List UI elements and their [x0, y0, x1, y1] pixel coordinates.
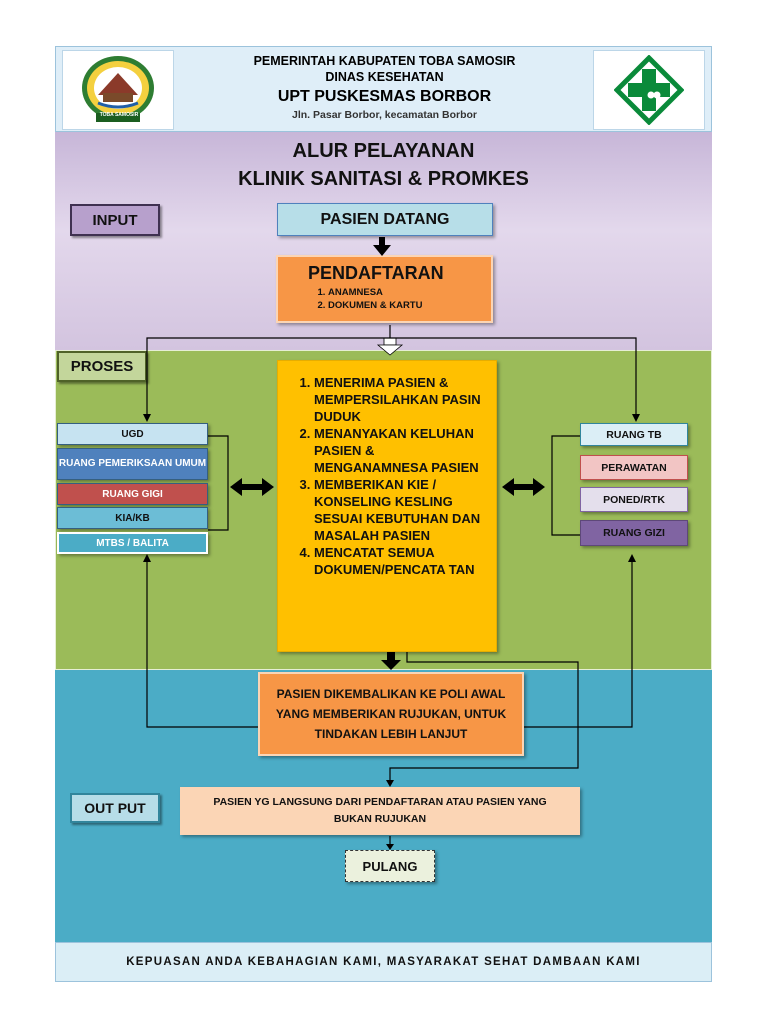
letterhead: TOBA SAMOSIR PEMERINTAH KABUPATEN TOBA S…: [55, 46, 712, 132]
room-perawatan: PERAWATAN: [580, 455, 688, 480]
pendaftaran-list: ANAMNESA DOKUMEN & KARTU: [278, 286, 491, 312]
title-line-2: KLINIK SANITASI & PROMKES: [238, 168, 529, 190]
output-label: OUT PUT: [70, 793, 160, 823]
input-label: INPUT: [70, 204, 160, 236]
arrow-up-left: [143, 554, 151, 562]
arrow-down-1: [373, 237, 391, 256]
title-line-1: ALUR PELAYANAN: [292, 140, 475, 162]
room-pemeriksaan-umum: RUANG PEMERIKSAAN UMUM: [57, 448, 208, 480]
puskesmas-cross-icon: [614, 55, 684, 125]
room-tb: RUANG TB: [580, 423, 688, 446]
room-gizi: RUANG GIZI: [580, 520, 688, 546]
room-kia-kb: KIA/KB: [57, 507, 208, 529]
address-line: Jln. Pasar Borbor, kecamatan Borbor: [292, 109, 477, 121]
pasien-datang-box: PASIEN DATANG: [277, 203, 493, 236]
gov-line: PEMERINTAH KABUPATEN TOBA SAMOSIR: [253, 54, 516, 68]
seal-text: TOBA SAMOSIR: [99, 112, 139, 118]
puskesmas-name: UPT PUSKESMAS BORBOR: [277, 88, 492, 105]
kembali-box: PASIEN DIKEMBALIKAN KE POLI AWAL YANG ME…: [258, 672, 524, 756]
regency-seal-icon: [82, 56, 154, 122]
room-ugd: UGD: [57, 423, 208, 445]
left-logo: TOBA SAMOSIR: [62, 50, 174, 130]
branch-left: [146, 325, 637, 420]
process-box: MENERIMA PASIEN & MEMPERSILAHKAN PASIN D…: [277, 360, 497, 652]
return-line-right: [524, 560, 633, 728]
arrow-down-hollow: [376, 337, 404, 356]
room-gigi: RUANG GIGI: [57, 483, 208, 505]
list-item: MENCATAT SEMUA DOKUMEN/PENCATA TAN: [314, 544, 488, 578]
pulang-box: PULANG: [345, 850, 435, 882]
return-line-left: [146, 560, 258, 728]
arrow-up-right: [628, 554, 636, 562]
right-logo: [593, 50, 705, 130]
list-item: ANAMNESA: [328, 286, 491, 299]
arrow-to-ruang-tb: [632, 414, 640, 422]
double-arrow-left: [230, 478, 274, 496]
arrow-to-pulang: [386, 844, 394, 850]
list-item: MENERIMA PASIEN & MEMPERSILAHKAN PASIN D…: [314, 374, 488, 425]
double-arrow-right: [502, 478, 545, 496]
pendaftaran-title: PENDAFTARAN: [308, 263, 444, 283]
list-item: MENANYAKAN KELUHAN PASIEN & MENGANAMNESA…: [314, 425, 488, 476]
room-mtbs: MTBS / BALITA: [57, 532, 208, 554]
arrow-down-2: [381, 652, 401, 670]
langsung-line: [389, 652, 579, 784]
langsung-box: PASIEN YG LANGSUNG DARI PENDAFTARAN ATAU…: [180, 787, 580, 835]
dept-line: DINAS KESEHATAN: [325, 70, 444, 84]
arrow-to-langsung: [386, 780, 394, 787]
room-poned: PONED/RTK: [580, 487, 688, 512]
left-bracket: [208, 435, 229, 531]
process-steps: MENERIMA PASIEN & MEMPERSILAHKAN PASIN D…: [278, 361, 496, 578]
arrow-to-ugd: [143, 414, 151, 422]
list-item: MEMBERIKAN KIE / KONSELING KESLING SESUA…: [314, 476, 488, 544]
motto-footer: KEPUASAN ANDA KEBAHAGIAN KAMI, MASYARAKA…: [55, 942, 712, 982]
proses-label: PROSES: [57, 351, 147, 382]
list-item: DOKUMEN & KARTU: [328, 299, 491, 312]
pendaftaran-box: PENDAFTARAN ANAMNESA DOKUMEN & KARTU: [276, 255, 493, 323]
right-bracket: [551, 435, 580, 536]
